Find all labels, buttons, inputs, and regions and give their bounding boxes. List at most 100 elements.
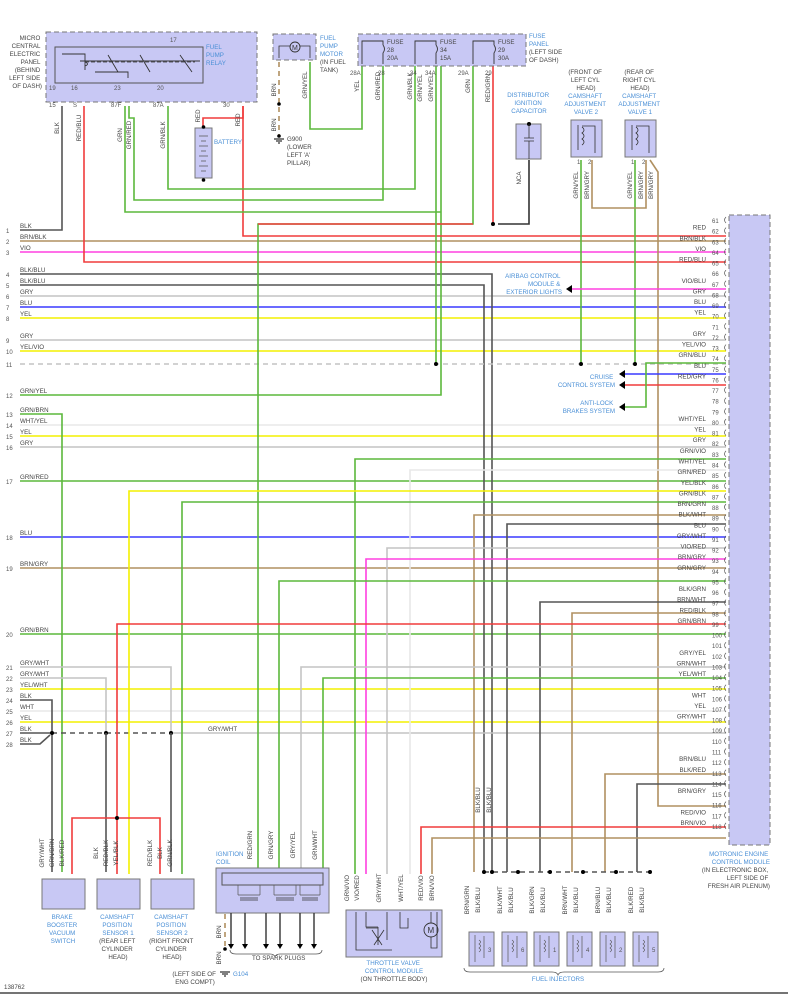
ecm-pin-number: 101 xyxy=(712,644,723,650)
wire-ecm-98 xyxy=(116,623,726,874)
fuse-pin-28: 28 xyxy=(378,71,385,77)
wire-label: BRN xyxy=(216,925,223,938)
circuit-label: BLK xyxy=(20,693,33,700)
ecm-pin-connector xyxy=(724,376,727,383)
wire-label: BLK/BLU xyxy=(475,787,482,812)
injector-number: 3 xyxy=(488,948,492,954)
ecm-pin-number: 62 xyxy=(712,230,719,236)
arrow-icon xyxy=(619,370,625,378)
wire-label: GRY/WHT xyxy=(376,873,383,902)
ecm-pin-label: GRN/BLK xyxy=(679,490,707,497)
terminal-87a: 87A xyxy=(153,103,164,109)
camshaft-adjustment-valve-2: (FRONT OF LEFT CYL HEAD) CAMSHAFT ADJUST… xyxy=(564,69,607,166)
ecm-pin-label: GRY xyxy=(693,288,706,295)
circuit-number: 22 xyxy=(6,677,13,683)
wire-label: GRN/YEL xyxy=(302,71,309,99)
wire-ecm-65 xyxy=(83,106,726,263)
wire-label: BRN/VIO xyxy=(429,875,436,901)
wire-label: BLK xyxy=(93,846,100,859)
wire-label: GRY/WHT xyxy=(39,838,46,867)
fuel-injector-6 xyxy=(501,931,528,967)
wire-label: YEL/BLK xyxy=(113,840,120,866)
wire-label: RED/GRN xyxy=(247,831,254,860)
cps2-location: (RIGHT FRONT CYLINDER HEAD) xyxy=(149,938,195,961)
ecm-pin-connector xyxy=(724,439,727,447)
ecm-pin-label: GRY/YEL xyxy=(679,650,706,657)
ecm-pin-connector xyxy=(724,482,727,489)
camshaft-position-sensor-1: CAMSHAFT POSITION SENSOR 1 (REAR LEFT CY… xyxy=(96,878,141,961)
cam-valve-1-label: CAMSHAFT ADJUSTMENT VALVE 1 xyxy=(618,93,661,116)
circuit-number: 8 xyxy=(6,317,10,323)
ecm-pin-number: 117 xyxy=(712,814,722,820)
cam-valve-1-pin-1: 1 xyxy=(631,160,635,166)
circuit-label: BRN/BLK xyxy=(20,234,47,241)
ecm-pin-label: BLU xyxy=(694,522,706,529)
splice-dot xyxy=(50,731,54,735)
wire-label: BLK xyxy=(157,846,164,859)
wire-label: BRN/GRY xyxy=(584,171,591,199)
ecm-pin-connector xyxy=(724,673,727,681)
ecm-pin-label: YEL/WHT xyxy=(678,671,706,678)
wire-label: WHT/YEL xyxy=(398,874,405,902)
circuit-number: 5 xyxy=(6,284,10,290)
svg-text:M: M xyxy=(428,926,435,935)
ecm-pin-number: 63 xyxy=(712,240,719,246)
ecm-pin-number: 91 xyxy=(712,538,719,544)
wire-circuit-5 xyxy=(20,284,485,872)
circuit-label: VIO xyxy=(20,245,31,252)
circuit-number: 11 xyxy=(6,363,13,369)
circuit-number: 23 xyxy=(6,688,13,694)
battery: BATTERY xyxy=(194,125,242,182)
ecm-pin-number: 73 xyxy=(712,347,719,353)
to-spark-plugs-label: TO SPARK PLUGS xyxy=(252,955,305,962)
circuit-label: YEL xyxy=(20,311,32,318)
wire-label: GRN/WHT xyxy=(312,830,319,860)
ecm-pin-number: 110 xyxy=(712,740,722,746)
fuse-icon xyxy=(414,40,438,64)
circuit-number: 9 xyxy=(6,339,10,345)
g900-label: G900 (LOWER LEFT 'A' PILLAR) xyxy=(287,136,313,167)
ecm-pin-connector xyxy=(724,620,727,628)
ecm-pin-number: 94 xyxy=(712,570,719,576)
ecm-pin-number: 114 xyxy=(712,782,722,788)
left-circuit-labels: 1BLK2BRN/BLK3VIO4BLK/BLU5BLK/BLU6GRY7BLU… xyxy=(6,223,49,749)
ecm-pin-label: GRY xyxy=(693,331,706,338)
wire-ecm-74 xyxy=(625,362,726,408)
wire-label: GRN xyxy=(117,128,124,142)
ecm-pin-connector xyxy=(724,652,727,660)
circuit-number: 15 xyxy=(6,435,13,441)
wire-label: GRN/RED xyxy=(126,120,133,149)
ecm-pin-label: BRN/VIO xyxy=(681,820,707,827)
ecm-pin-label: YEL/VIO xyxy=(682,342,706,349)
terminal-87f: 87F xyxy=(111,103,122,109)
wire-label: BRN xyxy=(216,951,223,964)
circuit-number: 27 xyxy=(6,732,13,738)
wire-label: RED/BLK xyxy=(103,839,110,866)
ecm-pin-label: VIO/RED xyxy=(681,544,707,551)
ecm-pin-number: 84 xyxy=(712,463,719,469)
circuit-number: 25 xyxy=(6,710,13,716)
wire-label: BLK/BLU xyxy=(606,887,613,912)
cam-valve-2-label: CAMSHAFT ADJUSTMENT VALVE 2 xyxy=(564,93,607,116)
circuit-number: 13 xyxy=(6,413,13,419)
ecm-pin-connector xyxy=(724,503,727,511)
fuse-icon xyxy=(472,40,496,64)
ecm-label: MOTRONIC ENGINE CONTROL MODULE xyxy=(709,851,770,866)
ecm-pin-connector xyxy=(724,663,727,670)
cam-valve-2-location: (FRONT OF LEFT CYL HEAD) xyxy=(568,69,603,92)
ecm-pin-connector xyxy=(724,812,727,819)
fuel-injector-5 xyxy=(632,931,659,967)
battery-label: BATTERY xyxy=(214,139,242,146)
fuse-panel-location: (LEFT SIDE OF DASH) xyxy=(529,49,564,64)
ecm-pin-number: 78 xyxy=(712,400,719,406)
ecm-pin-connector xyxy=(724,716,727,723)
circuit-label: BRN/GRY xyxy=(20,561,48,568)
wire-label: GRY/YEL xyxy=(290,831,297,858)
ecm-pin-label: BLK/GRN xyxy=(679,586,706,593)
ecm-pin-connector xyxy=(724,323,727,330)
circuit-label: GRN/BRN xyxy=(20,627,49,634)
wire-label: RED xyxy=(235,113,242,127)
circuit-number: 10 xyxy=(6,350,13,356)
